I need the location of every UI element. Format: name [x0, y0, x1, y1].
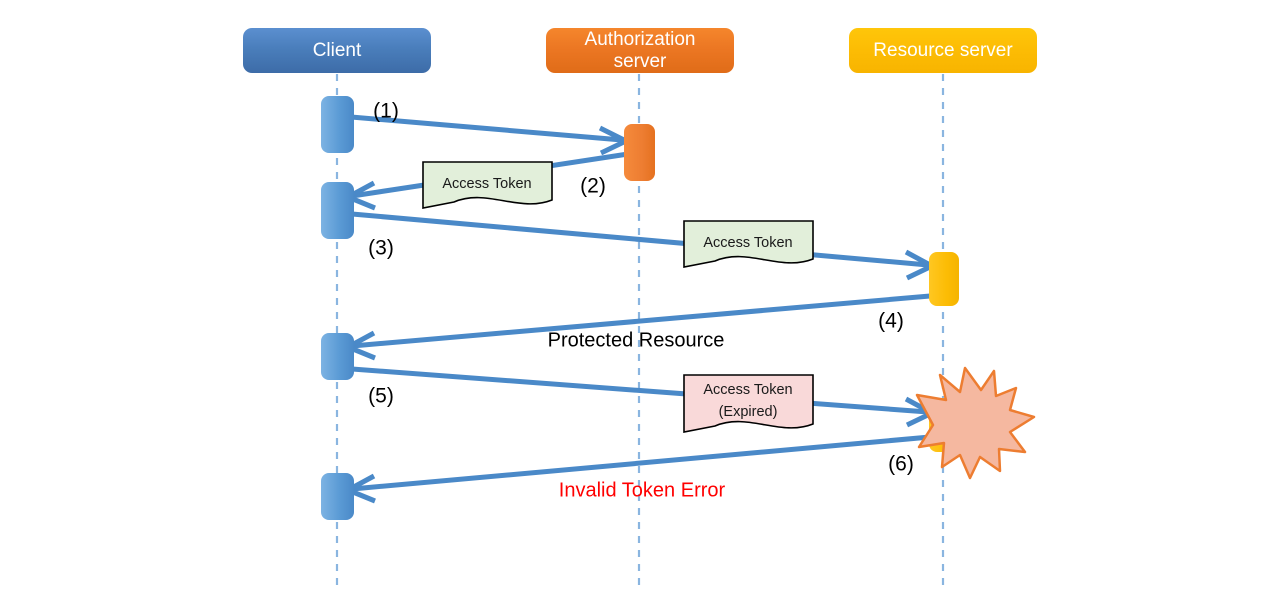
note-label-3-line2: (Expired) — [719, 404, 778, 420]
message-label-protected-resource: Protected Resource — [548, 329, 725, 351]
lane-header-resource-server[interactable]: Resource server — [849, 28, 1037, 73]
lane-box-resource-server — [849, 28, 1037, 73]
activation-client-3[interactable] — [321, 333, 354, 380]
step-label-4: (4) — [878, 310, 904, 333]
lane-box-authorization-server — [546, 28, 734, 73]
note-label-3-line1: Access Token — [703, 382, 792, 398]
activation-client-4[interactable] — [321, 473, 354, 520]
lane-label-resource-server: Resource server — [873, 40, 1013, 61]
explosion-burst-icon — [915, 366, 1036, 480]
lane-header-authorization-server[interactable]: Authorization server — [546, 28, 734, 73]
message-label-invalid-token-error: Invalid Token Error — [559, 479, 726, 501]
note-shape-1 — [422, 161, 553, 209]
activation-resource-server-1[interactable] — [929, 252, 959, 306]
note-shape-3 — [683, 374, 814, 433]
activation-client-2[interactable] — [321, 182, 354, 239]
note-shape-2 — [683, 220, 814, 268]
note-label-2: Access Token — [703, 235, 792, 251]
note-access-token-1[interactable]: Access Token — [422, 161, 553, 209]
lane-label-authorization-server-line1: Authorization — [585, 29, 696, 50]
step-label-1: (1) — [373, 100, 399, 123]
token-expired-burst — [915, 366, 1036, 480]
lane-box-client — [243, 28, 431, 73]
arrow-step-3[interactable] — [351, 211, 938, 281]
note-access-token-2[interactable]: Access Token — [683, 220, 814, 268]
lane-label-authorization-server-line2: server — [614, 51, 667, 72]
arrow-step-5[interactable] — [351, 366, 938, 428]
step-label-6: (6) — [888, 453, 914, 476]
step-label-2: (2) — [580, 175, 606, 198]
activation-client-1[interactable] — [321, 96, 354, 153]
activation-authorization-server-1[interactable] — [624, 124, 655, 181]
lane-header-client[interactable]: Client — [243, 28, 431, 73]
note-access-token-expired[interactable]: Access Token (Expired) — [683, 374, 814, 433]
step-label-5: (5) — [368, 385, 394, 408]
lane-label-client: Client — [313, 40, 362, 61]
note-label-1: Access Token — [442, 176, 531, 192]
step-label-3: (3) — [368, 237, 394, 260]
